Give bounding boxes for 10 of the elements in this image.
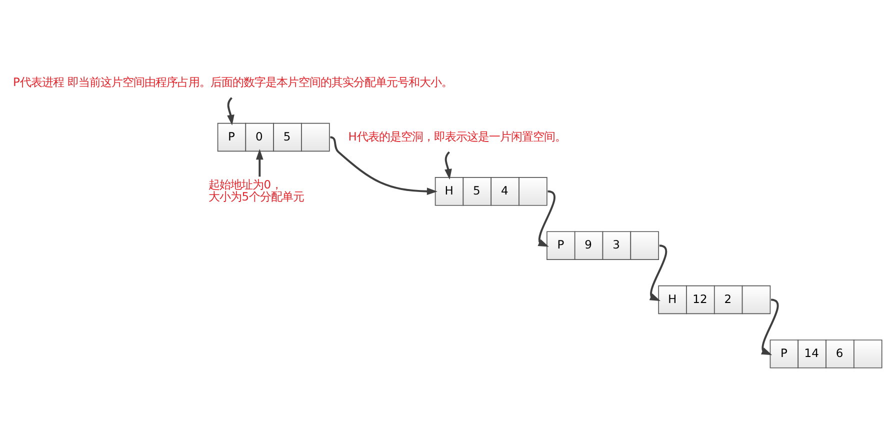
arrow <box>761 298 779 355</box>
arrow <box>538 190 556 246</box>
node-text: 起始地址为0，大小为5个分配单元 <box>208 176 304 204</box>
node-text: P代表进程 即当前这片空间由程序占用。后面的数字是本片空间的其实分配单元号和大小。 <box>12 74 453 89</box>
arrow <box>649 244 668 300</box>
arrow <box>256 148 264 176</box>
arrow <box>227 96 234 125</box>
arrow <box>330 136 438 195</box>
node-text: H代表的是空洞，即表示这是一片闲置空间。 <box>348 128 566 143</box>
arrow <box>444 150 452 180</box>
